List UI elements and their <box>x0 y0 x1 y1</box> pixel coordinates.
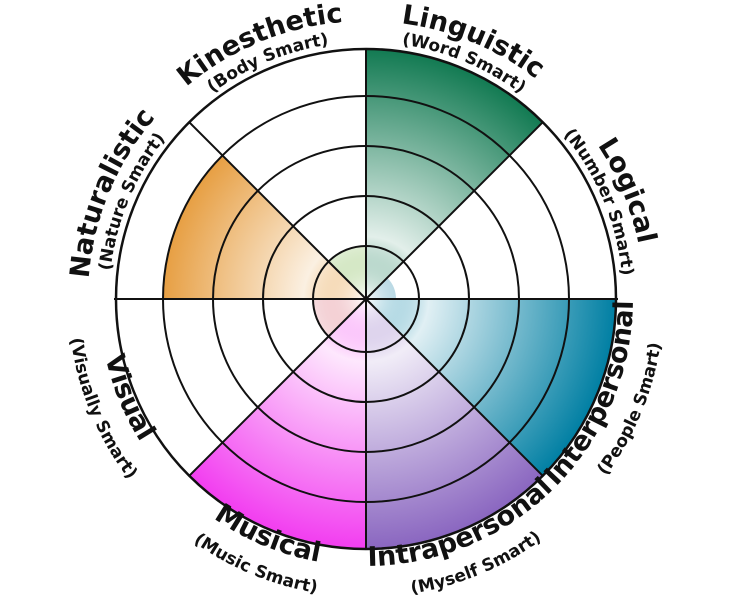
wedge-naturalistic <box>163 155 366 299</box>
wedge-logical <box>366 277 396 299</box>
wedge-kinesthetic <box>328 246 366 299</box>
grid-spoke <box>365 121 544 300</box>
grid-layer <box>114 47 618 551</box>
grid-spoke <box>365 298 544 477</box>
wedge-visual <box>313 299 366 337</box>
grid-spoke <box>188 121 367 300</box>
grid-spoke <box>188 298 367 477</box>
